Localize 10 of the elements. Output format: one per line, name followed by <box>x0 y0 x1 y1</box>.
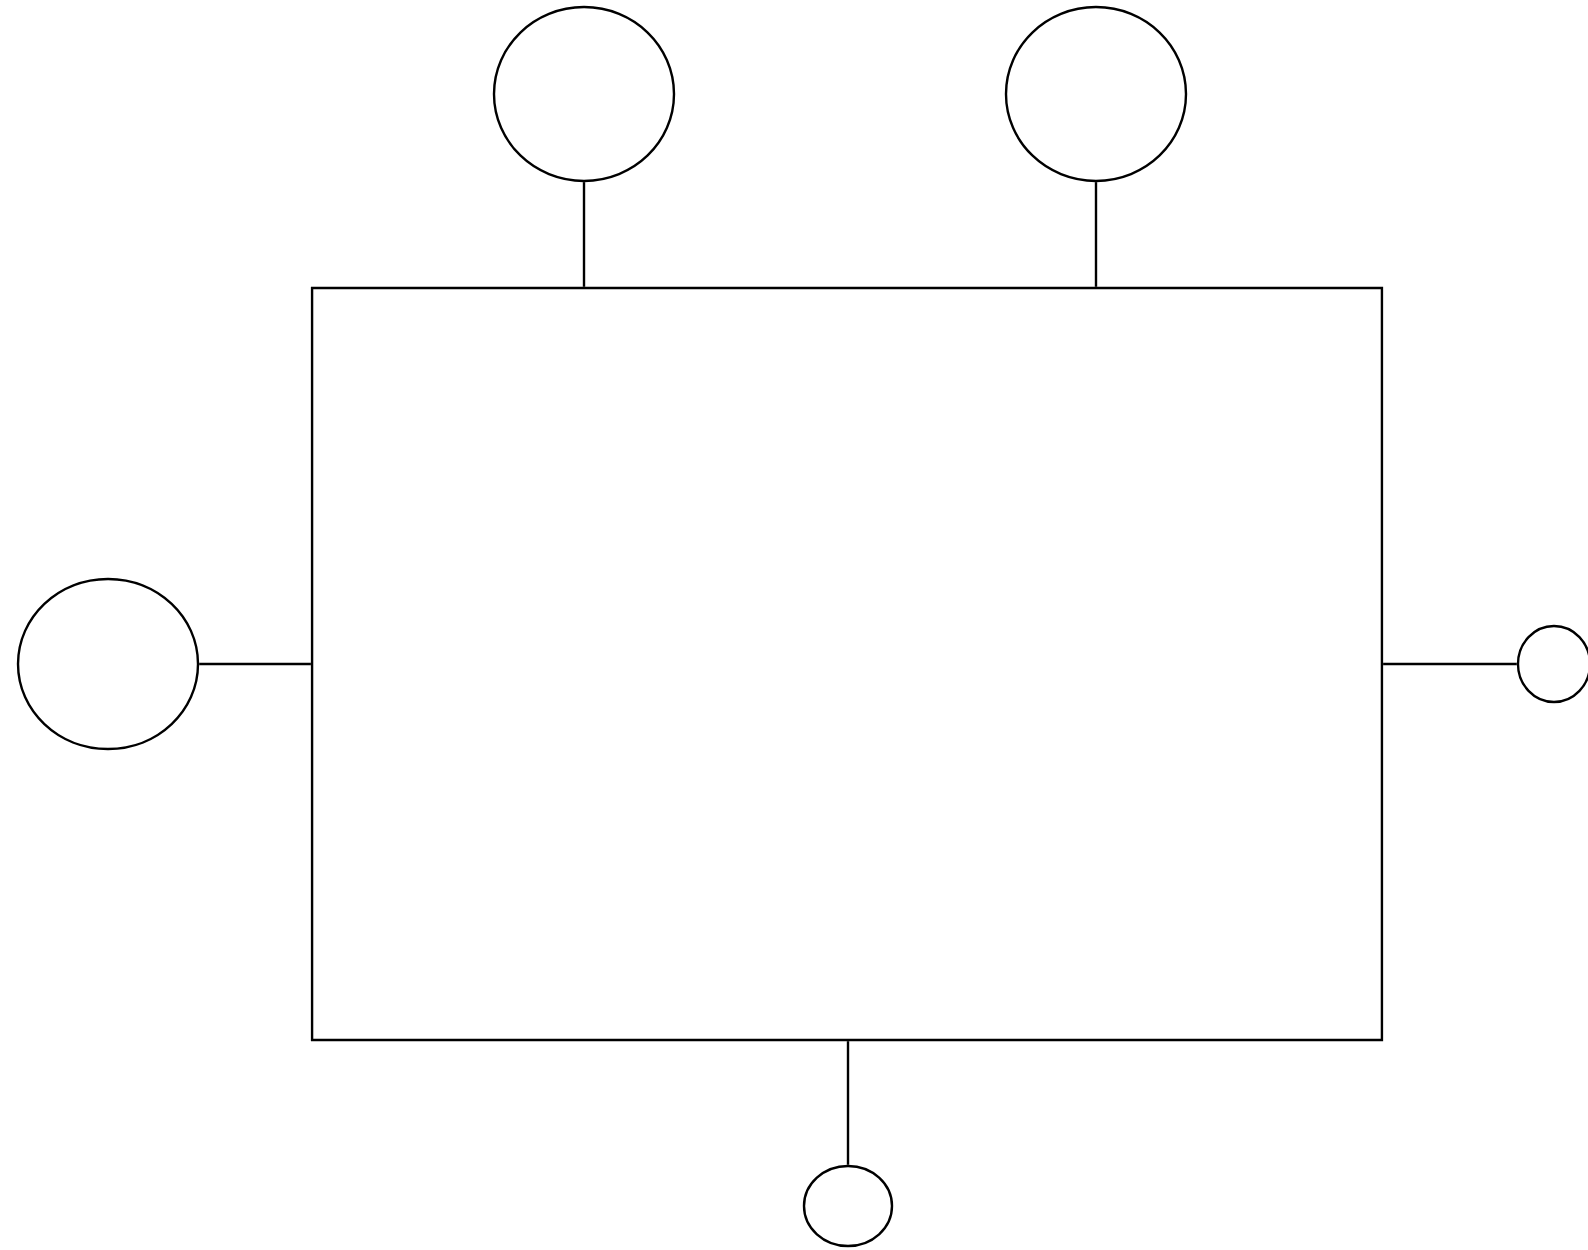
circle <box>1004 5 1188 183</box>
connector-line <box>582 182 586 287</box>
connector-line <box>199 662 311 666</box>
connector-line <box>846 1041 850 1165</box>
circle <box>16 577 200 751</box>
circle <box>492 5 676 183</box>
connector-line <box>1094 182 1098 287</box>
circle <box>802 1164 894 1248</box>
rectangle-box <box>310 286 1384 1042</box>
connector-line <box>1383 662 1517 666</box>
